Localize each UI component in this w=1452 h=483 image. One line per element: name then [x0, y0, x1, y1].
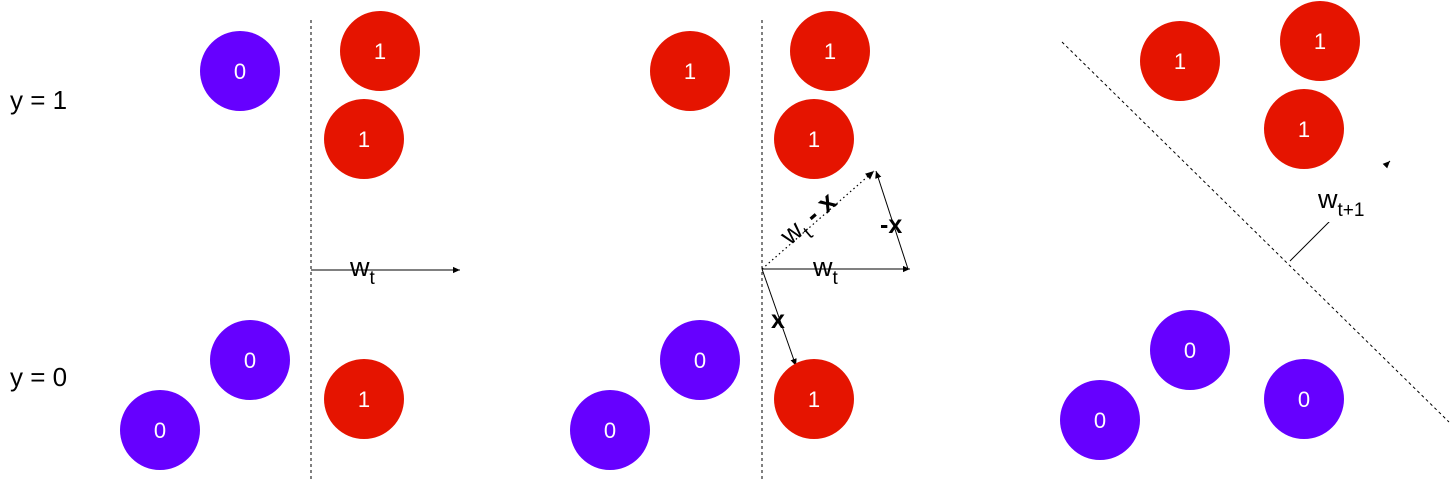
panel-3-weight-label: wt+1 [1317, 184, 1364, 221]
svg-text:1: 1 [684, 59, 696, 84]
panel-1-node-6: 0 [120, 390, 200, 470]
panel-2-negative-input-arrow [875, 170, 909, 270]
panel-3-weight-arrow [1289, 160, 1391, 262]
panel-3-node-5: 0 [1264, 359, 1344, 439]
panel-2-node-4: 0 [660, 320, 740, 400]
panel-2-node-1: 1 [650, 31, 730, 111]
panel-3-node-2: 1 [1280, 1, 1360, 81]
panel-3-label-mask [1314, 182, 1384, 222]
panel-1-node-5: 1 [324, 359, 404, 439]
svg-text:1: 1 [1314, 29, 1326, 54]
panel-1-node-3: 1 [324, 99, 404, 179]
panel-2-negative-input-label: -x [880, 211, 902, 239]
panel-1-node-2: 1 [340, 11, 420, 91]
panel-3-node-3: 1 [1264, 89, 1344, 169]
panel-2-weight-label: wt [812, 252, 839, 289]
panel-2-node-3: 1 [774, 99, 854, 179]
svg-text:1: 1 [374, 39, 386, 64]
panel-1-node-1: 0 [200, 31, 280, 111]
panel-1: wt 0 1 1 0 1 0 [120, 11, 460, 480]
panel-1-weight-label: wt [349, 252, 376, 289]
panel-2-input-arrow [761, 268, 797, 367]
svg-text:0: 0 [234, 59, 246, 84]
panel-3-node-1: 1 [1140, 21, 1220, 101]
panel-3-node-6: 0 [1060, 380, 1140, 460]
svg-text:0: 0 [154, 418, 166, 443]
panel-2-node-2: 1 [790, 11, 870, 91]
svg-text:0: 0 [1094, 408, 1106, 433]
panel-2-node-6: 0 [570, 390, 650, 470]
panel-3: wt+1 1 1 1 0 0 0 [1060, 1, 1450, 460]
svg-text:1: 1 [358, 387, 370, 412]
panel-3-decision-boundary [1061, 41, 1450, 423]
panel-2-difference-label: wt - x [773, 186, 846, 256]
svg-text:1: 1 [1298, 117, 1310, 142]
svg-text:0: 0 [244, 348, 256, 373]
row-label-top: y = 1 [10, 85, 67, 115]
svg-text:1: 1 [808, 127, 820, 152]
panel-3-node-4: 0 [1150, 310, 1230, 390]
panel-1-node-4: 0 [210, 320, 290, 400]
svg-text:1: 1 [808, 387, 820, 412]
panel-2-input-label: x [771, 306, 785, 334]
svg-text:0: 0 [694, 348, 706, 373]
svg-text:0: 0 [604, 418, 616, 443]
svg-text:1: 1 [1174, 49, 1186, 74]
svg-text:0: 0 [1298, 387, 1310, 412]
svg-text:0: 0 [1184, 338, 1196, 363]
svg-text:1: 1 [824, 39, 836, 64]
svg-text:1: 1 [358, 127, 370, 152]
panel-2-node-5: 1 [774, 359, 854, 439]
row-label-bottom: y = 0 [10, 362, 67, 392]
panel-2: wt x -x wt - x 1 1 1 0 1 0 [570, 11, 910, 480]
